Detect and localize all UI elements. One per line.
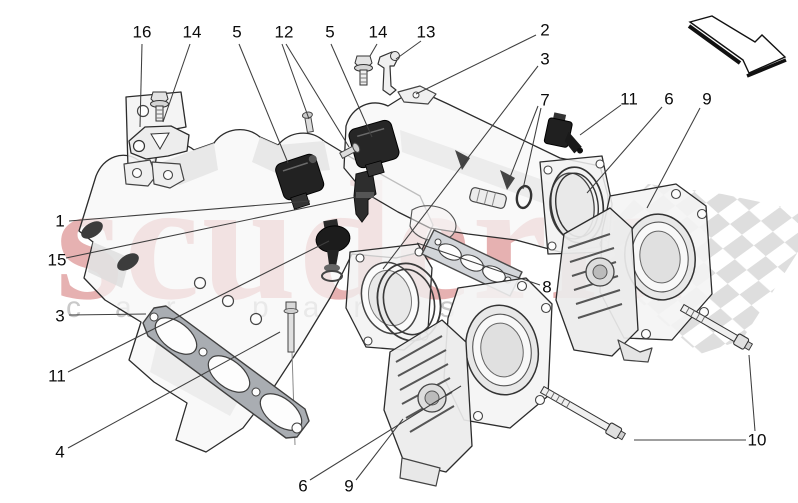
callout-label-15: 15 bbox=[48, 251, 67, 270]
intake-manifold-left bbox=[78, 91, 434, 453]
throttle-body-bottom bbox=[383, 277, 553, 487]
callout-label-5: 5 bbox=[232, 23, 241, 42]
leader-line-1 bbox=[68, 200, 311, 222]
throttle-body-bolt-lower bbox=[539, 385, 627, 441]
leader-line-6 bbox=[586, 106, 663, 194]
flanged-bolt-left bbox=[150, 91, 169, 122]
callout-label-6: 6 bbox=[298, 477, 307, 496]
leader-line-3 bbox=[382, 65, 539, 270]
leader-line-2 bbox=[415, 34, 537, 95]
flanged-bolt-right bbox=[354, 55, 373, 86]
solenoid-valve bbox=[353, 169, 377, 223]
throttle-body-bolt-upper bbox=[679, 303, 754, 351]
callout-label-14: 14 bbox=[369, 23, 388, 42]
leader-line-16 bbox=[139, 43, 143, 128]
fitting-with-seal bbox=[469, 184, 533, 210]
pressure-sensor-left bbox=[275, 153, 325, 210]
sensor-screw-left bbox=[301, 111, 314, 133]
throttle-body-right bbox=[555, 183, 713, 363]
callout-label-16: 16 bbox=[133, 23, 152, 42]
sensor-screw-right bbox=[339, 142, 361, 160]
hose-coupling bbox=[409, 205, 457, 242]
callout-label-9: 9 bbox=[702, 90, 711, 109]
callout-label-3: 3 bbox=[55, 307, 64, 326]
callout-label-13: 13 bbox=[417, 23, 436, 42]
leader-line-7 bbox=[522, 107, 542, 190]
manifold-gasket-left bbox=[142, 305, 310, 439]
leader-line-14 bbox=[369, 43, 378, 57]
small-o-ring bbox=[515, 184, 533, 210]
callout-label-10: 10 bbox=[748, 431, 767, 450]
air-temperature-sensor-left bbox=[315, 218, 351, 282]
callout-label-2: 2 bbox=[540, 21, 549, 40]
callout-label-14: 14 bbox=[183, 23, 202, 42]
leader-line-7 bbox=[506, 105, 539, 186]
leader-line-3 bbox=[68, 313, 147, 316]
leader-line-4 bbox=[67, 331, 281, 449]
callout-label-4: 4 bbox=[55, 443, 64, 462]
leader-line-8 bbox=[416, 242, 541, 286]
leader-line-6 bbox=[309, 385, 462, 481]
callout-label-9: 9 bbox=[344, 477, 353, 496]
leader-line-13 bbox=[395, 40, 422, 60]
leader-line-12 bbox=[281, 43, 310, 120]
callout-label-6: 6 bbox=[664, 90, 673, 109]
callout-label-7: 7 bbox=[540, 91, 549, 110]
leader-line-14 bbox=[162, 43, 191, 123]
callout-label-8: 8 bbox=[542, 278, 551, 297]
leader-line-11 bbox=[579, 104, 622, 136]
callout-layer: 16 14 5 12 5 14 13 2 3 7 11 6 9 1 15 3 11 4 6 9 8 10 bbox=[48, 21, 767, 496]
callout-label-11: 11 bbox=[620, 90, 638, 109]
callout-label-3: 3 bbox=[540, 50, 549, 69]
leader-line-15 bbox=[65, 196, 357, 259]
leader-line-12 bbox=[285, 43, 350, 148]
leader-line-5 bbox=[330, 43, 373, 138]
callout-label-11: 11 bbox=[48, 367, 66, 386]
callout-label-12: 12 bbox=[275, 23, 294, 42]
retaining-bracket bbox=[128, 125, 190, 160]
direction-arrow-icon bbox=[687, 15, 787, 78]
callout-label-1: 1 bbox=[55, 212, 64, 231]
pressure-sensor-right bbox=[348, 119, 400, 178]
callout-label-5: 5 bbox=[325, 23, 334, 42]
leader-line-9 bbox=[355, 418, 404, 481]
leader-line-10 bbox=[748, 354, 756, 432]
leader-line-5 bbox=[238, 43, 289, 164]
leader-line-9 bbox=[646, 107, 701, 209]
leader-line-11 bbox=[67, 240, 330, 373]
pipe-union bbox=[377, 51, 400, 96]
air-temperature-sensor-right bbox=[543, 112, 584, 154]
